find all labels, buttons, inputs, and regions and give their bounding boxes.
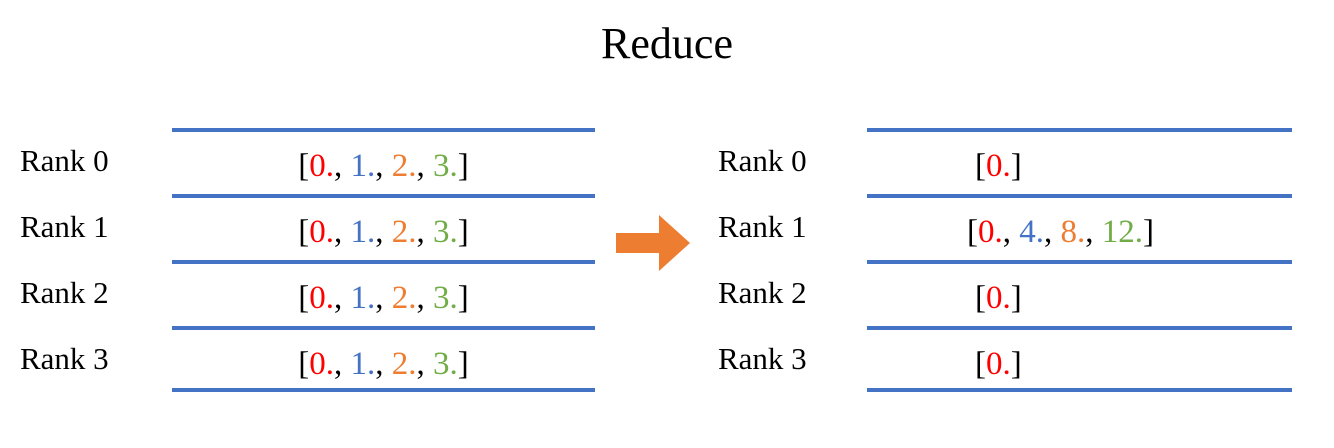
- rank-label: Rank 3: [718, 341, 807, 376]
- array-item: 0.: [986, 280, 1011, 316]
- bracket-close: ]: [1010, 346, 1022, 382]
- array-item: 12.: [1101, 214, 1143, 250]
- rank-label: Rank 1: [20, 209, 109, 244]
- bracket-open: [: [975, 346, 986, 382]
- array-separator: ,: [375, 280, 392, 316]
- rank-label: Rank 1: [718, 209, 807, 244]
- array-item: 3.: [433, 346, 458, 382]
- array-item: 1.: [350, 214, 376, 250]
- array-separator: ,: [334, 214, 351, 250]
- array-item: 1.: [350, 280, 376, 316]
- bracket-open: [: [975, 280, 986, 316]
- array-separator: ,: [334, 280, 351, 316]
- rank-cell: [0., 1., 2., 3.]: [172, 194, 595, 260]
- bracket-open: [: [298, 214, 310, 250]
- array-value: [0., 4., 8., 12.]: [867, 198, 1292, 264]
- bracket-open: [: [298, 280, 310, 316]
- table-row: Rank 3 [0.]: [700, 326, 1300, 392]
- rank-cell: [0., 1., 2., 3.]: [172, 326, 595, 392]
- array-item: 3.: [433, 148, 458, 184]
- table-row: Rank 1 [0., 4., 8., 12.]: [700, 194, 1300, 260]
- rank-cell: [0., 1., 2., 3.]: [172, 260, 595, 326]
- rank-label: Rank 2: [718, 275, 807, 310]
- rank-label: Rank 0: [718, 143, 807, 178]
- array-item: 2.: [391, 148, 417, 184]
- array-separator: ,: [375, 214, 392, 250]
- table-row: Rank 0 [0.]: [700, 128, 1300, 194]
- array-value: [0., 1., 2., 3.]: [172, 132, 595, 198]
- rank-label: Rank 2: [20, 275, 109, 310]
- array-value: [0., 1., 2., 3.]: [172, 264, 595, 330]
- table-row: Rank 2 [0.]: [700, 260, 1300, 326]
- table-row: Rank 3 [0., 1., 2., 3.]: [0, 326, 600, 392]
- array-item: 3.: [433, 280, 458, 316]
- array-item: 0.: [309, 148, 334, 184]
- array-item: 0.: [309, 280, 334, 316]
- rank-label: Rank 3: [20, 341, 109, 376]
- array-separator: ,: [416, 214, 433, 250]
- array-item: 0.: [986, 148, 1011, 184]
- rank-cell: [0.]: [867, 128, 1292, 194]
- array-separator: ,: [375, 148, 392, 184]
- array-separator: ,: [416, 346, 433, 382]
- input-ranks-table: Rank 0 [0., 1., 2., 3.] Rank 1 [0., 1., …: [0, 118, 600, 398]
- array-separator: ,: [416, 280, 433, 316]
- bracket-close: ]: [1010, 148, 1022, 184]
- rank-label: Rank 0: [20, 143, 109, 178]
- array-value: [0.]: [867, 132, 1292, 198]
- rank-cell: [0.]: [867, 260, 1292, 326]
- array-item: 1.: [350, 148, 376, 184]
- array-separator: ,: [334, 148, 351, 184]
- array-value: [0., 1., 2., 3.]: [172, 330, 595, 396]
- bracket-close: ]: [457, 214, 469, 250]
- table-row: Rank 2 [0., 1., 2., 3.]: [0, 260, 600, 326]
- array-separator: ,: [1044, 214, 1061, 250]
- array-item: 2.: [391, 214, 417, 250]
- right-block-arrow-icon: [616, 213, 690, 273]
- bracket-close: ]: [1143, 214, 1154, 250]
- array-value: [0.]: [867, 264, 1292, 330]
- table-row: Rank 1 [0., 1., 2., 3.]: [0, 194, 600, 260]
- array-item: 4.: [1019, 214, 1044, 250]
- page-title: Reduce: [601, 19, 733, 68]
- array-item: 0.: [978, 214, 1003, 250]
- rank-cell: [0., 4., 8., 12.]: [867, 194, 1292, 260]
- bracket-close: ]: [1010, 280, 1022, 316]
- output-ranks-table: Rank 0 [0.] Rank 1 [0., 4., 8., 12.] Ran…: [700, 118, 1300, 398]
- array-value: [0., 1., 2., 3.]: [172, 198, 595, 264]
- array-item: 2.: [391, 280, 417, 316]
- array-item: 1.: [350, 346, 376, 382]
- table-row: Rank 0 [0., 1., 2., 3.]: [0, 128, 600, 194]
- bracket-close: ]: [457, 346, 469, 382]
- array-separator: ,: [1085, 214, 1102, 250]
- bracket-open: [: [967, 214, 978, 250]
- array-item: 0.: [309, 346, 334, 382]
- array-item: 0.: [986, 346, 1011, 382]
- array-separator: ,: [334, 346, 351, 382]
- array-item: 8.: [1060, 214, 1086, 250]
- bracket-open: [: [975, 148, 986, 184]
- bracket-close: ]: [457, 148, 469, 184]
- array-value: [0.]: [867, 330, 1292, 396]
- array-separator: ,: [416, 148, 433, 184]
- bracket-open: [: [298, 148, 310, 184]
- bracket-close: ]: [457, 280, 469, 316]
- rank-cell: [0.]: [867, 326, 1292, 392]
- array-item: 3.: [433, 214, 458, 250]
- array-item: 0.: [309, 214, 334, 250]
- rank-cell: [0., 1., 2., 3.]: [172, 128, 595, 194]
- array-separator: ,: [1002, 214, 1020, 250]
- bracket-open: [: [298, 346, 310, 382]
- array-separator: ,: [375, 346, 392, 382]
- array-item: 2.: [391, 346, 417, 382]
